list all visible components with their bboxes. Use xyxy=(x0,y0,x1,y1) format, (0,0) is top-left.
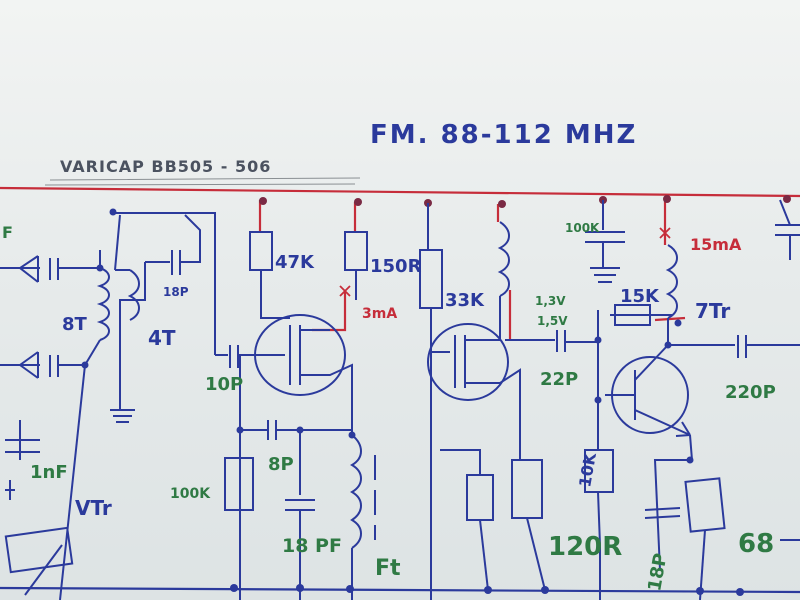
label-edge-f: F xyxy=(2,223,13,242)
label-22p: 22P xyxy=(540,369,578,390)
ground-line xyxy=(0,586,800,594)
mosfet-stage-1-junctions xyxy=(236,426,356,439)
label-68: 68 xyxy=(738,529,774,559)
label-8t: 8T xyxy=(62,314,88,335)
mosfet-stage-1 xyxy=(215,231,376,600)
label-47k: 47K xyxy=(275,252,315,273)
label-7t: 7Tr xyxy=(695,299,730,323)
schematic-title: FM. 88-112 MHZ xyxy=(370,120,637,150)
label-4t: 4T xyxy=(148,326,176,350)
label-100k-top: 100K xyxy=(565,221,600,235)
label-33k: 33K xyxy=(445,290,485,311)
label-8p: 8P xyxy=(268,454,294,475)
label-3ma: 3mA xyxy=(362,306,397,322)
label-18pf: 18 PF xyxy=(282,535,342,557)
label-18p-bottom: 18P xyxy=(644,552,671,593)
label-ft: Ft xyxy=(375,556,401,581)
rail-junctions xyxy=(259,195,791,208)
varicap-section xyxy=(0,212,216,600)
label-120r: 120R xyxy=(548,532,622,562)
output-stage xyxy=(584,199,800,600)
label-1nf: 1nF xyxy=(30,462,68,483)
label-10p: 10P xyxy=(205,374,243,395)
label-10k: 10K xyxy=(575,451,600,489)
label-13v: 1,3V xyxy=(535,294,566,308)
varicap-note: VARICAP BB505 - 506 xyxy=(60,157,271,176)
mosfet-stage-2 xyxy=(419,203,600,600)
label-15ma: 15mA xyxy=(690,235,742,254)
label-vtr: VTr xyxy=(75,496,112,520)
label-150r: 150R xyxy=(370,256,422,277)
output-junctions xyxy=(594,319,694,464)
label-100k-left: 100K xyxy=(170,486,211,502)
label-15v: 1,5V xyxy=(537,314,568,328)
label-220p: 220P xyxy=(725,382,776,403)
label-15k: 15K xyxy=(620,286,660,307)
varicap-junctions xyxy=(81,208,117,369)
label-18p-top: 18P xyxy=(163,285,189,299)
current-test-marks xyxy=(339,227,671,297)
